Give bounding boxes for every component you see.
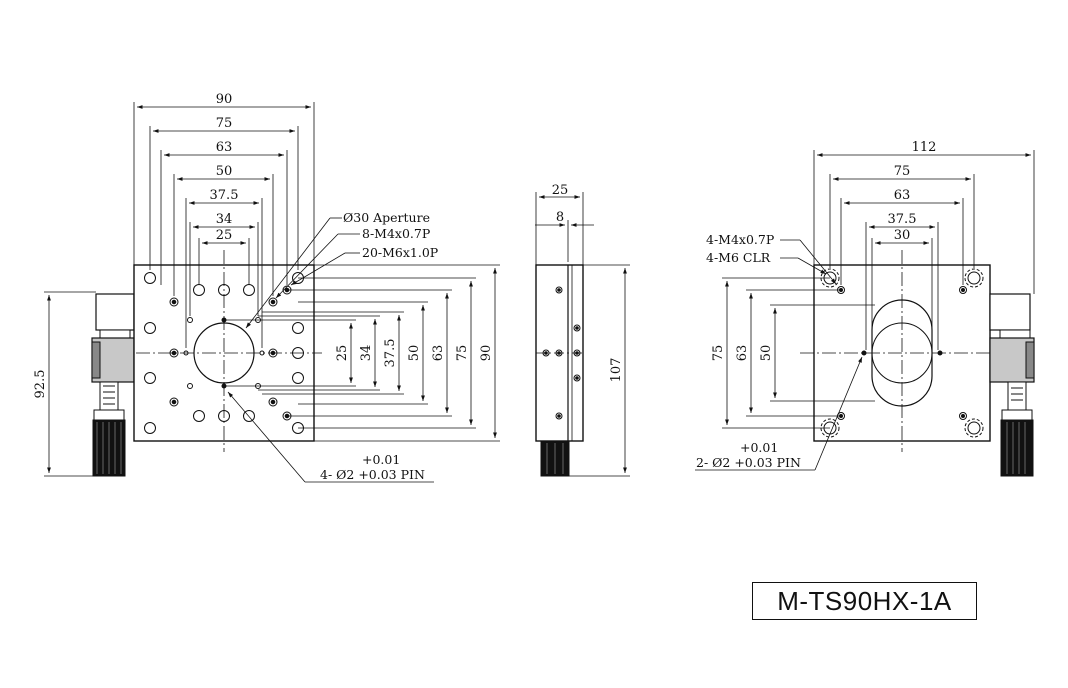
- bdim-30: 30: [894, 228, 911, 243]
- bottom-horizontal-dims: [813, 150, 1035, 350]
- side-dims: [535, 192, 630, 477]
- callout-m6: 20-M6x1.0P: [362, 245, 438, 260]
- model-number-label: M-TS90HX-1A: [752, 582, 977, 620]
- dim-25: 25: [216, 228, 233, 243]
- micrometer-right: [989, 293, 1035, 477]
- vdim-34: 34: [359, 345, 374, 362]
- side-dim-107: 107: [609, 358, 624, 383]
- bottom-vertical-dims: [722, 277, 875, 429]
- bottom-leaders: [695, 239, 863, 471]
- bcallout-m6: 4-M6 CLR: [706, 250, 771, 265]
- m6-holes: [144, 272, 304, 434]
- dim-90: 90: [216, 92, 233, 107]
- vdim-63: 63: [431, 345, 446, 362]
- dim-63: 63: [216, 140, 233, 155]
- m4-holes: [169, 285, 292, 421]
- vdim-50: 50: [407, 345, 422, 362]
- vdim-75: 75: [455, 345, 470, 362]
- bcallout-m4: 4-M4x0.7P: [706, 232, 774, 247]
- top-view-labels: 90 75 63 50 37.5 34 25 25 34 37.5 50 63 …: [33, 92, 494, 482]
- bcallout-pin-tol: +0.01: [740, 440, 778, 455]
- dim-50: 50: [216, 164, 233, 179]
- dim-75: 75: [216, 116, 233, 131]
- bottom-view-labels: 112 75 63 37.5 30 75 63 50 4-M4x0.7P 4-M…: [696, 140, 936, 470]
- dim-37-5: 37.5: [210, 188, 239, 203]
- bvdim-63: 63: [735, 345, 750, 362]
- bcallout-pin: 2- Ø2 +0.03 PIN: [696, 455, 801, 470]
- bdim-63: 63: [894, 188, 911, 203]
- top-vertical-dims: [224, 264, 500, 442]
- dim-92-5: 92.5: [33, 370, 48, 399]
- callout-pin: 4- Ø2 +0.03 PIN: [320, 467, 425, 482]
- callout-aperture: Ø30 Aperture: [343, 210, 430, 225]
- vdim-90: 90: [479, 345, 494, 362]
- bvdim-50: 50: [759, 345, 774, 362]
- bdim-37-5: 37.5: [888, 212, 917, 227]
- top-leaders: [227, 217, 434, 483]
- overall-height-dim: [44, 291, 96, 477]
- side-view: [535, 192, 630, 477]
- side-dim-8: 8: [556, 210, 564, 225]
- bottom-m4-holes: [837, 286, 967, 420]
- bottom-slot: [871, 299, 933, 407]
- callout-m4: 8-M4x0.7P: [362, 226, 430, 241]
- bdim-112: 112: [912, 140, 937, 155]
- clr-holes: [820, 268, 984, 438]
- top-view: [44, 102, 500, 483]
- side-holes: [542, 286, 581, 420]
- side-dim-25: 25: [552, 183, 569, 198]
- side-view-labels: 25 8 107: [552, 183, 624, 382]
- aperture-hole: [193, 322, 255, 384]
- bvdim-75: 75: [711, 345, 726, 362]
- bdim-75: 75: [894, 164, 911, 179]
- micrometer-left: [91, 293, 135, 477]
- vdim-25: 25: [335, 345, 350, 362]
- dim-34: 34: [216, 212, 233, 227]
- top-horizontal-dims: [133, 102, 315, 348]
- bottom-view: [695, 150, 1035, 477]
- callout-pin-tol: +0.01: [362, 452, 400, 467]
- vdim-37-5: 37.5: [383, 339, 398, 368]
